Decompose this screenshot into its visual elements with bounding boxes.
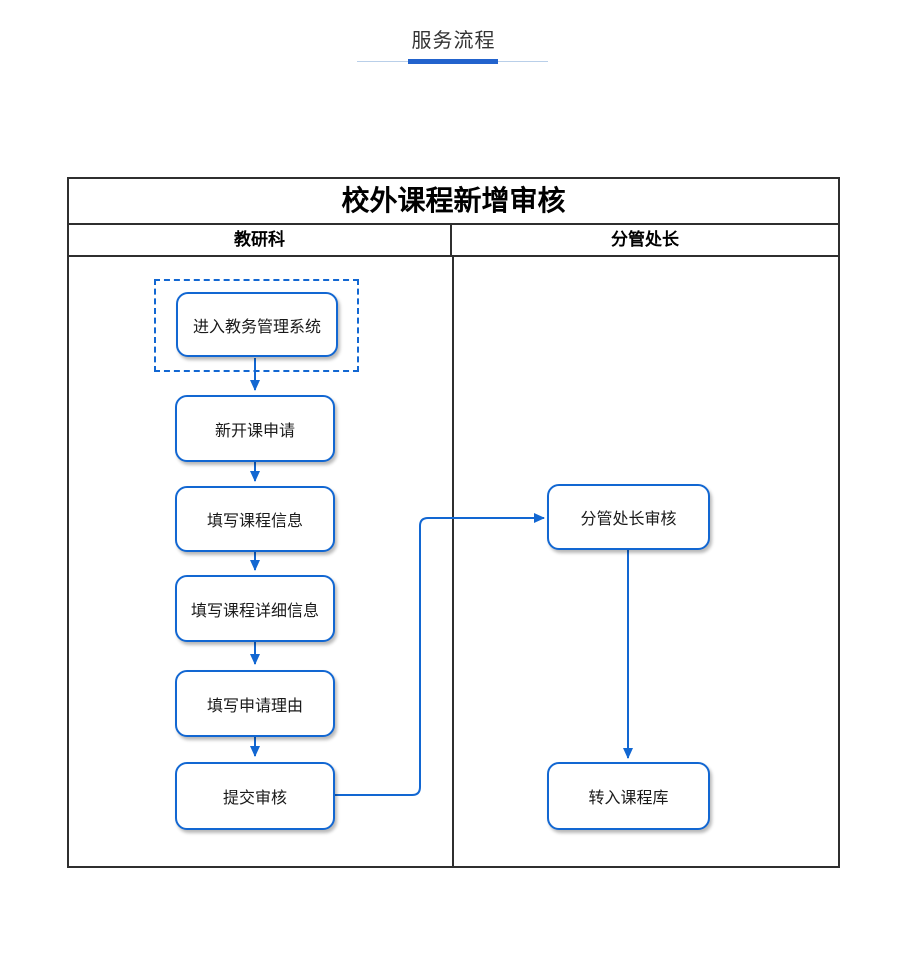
- lane-header-teaching-research: 教研科: [69, 225, 452, 255]
- node-label: 提交审核: [222, 790, 287, 807]
- node-director-review: 分管处长审核: [547, 484, 710, 550]
- node-fill-apply-reason: 填写申请理由: [175, 670, 335, 737]
- node-enter-system: 进入教务管理系统: [176, 292, 338, 357]
- lane-header-deputy-director: 分管处长: [611, 230, 679, 249]
- node-fill-course-detail: 填写课程详细信息: [175, 575, 335, 642]
- title-underline: [357, 59, 548, 64]
- node-fill-course-info: 填写课程信息: [175, 486, 335, 552]
- node-label: 填写课程信息: [206, 513, 303, 530]
- node-label: 转入课程库: [588, 790, 669, 807]
- node-new-course-apply: 新开课申请: [175, 395, 335, 462]
- node-label: 填写课程详细信息: [190, 602, 319, 620]
- node-label: 新开课申请: [214, 422, 295, 440]
- node-label: 填写申请理由: [206, 697, 303, 715]
- start-group-outline: [154, 279, 359, 372]
- page-title[interactable]: 服务流程: [411, 30, 496, 52]
- title-underline-indicator: [408, 59, 498, 64]
- flowchart-title: 校外课程新增审核: [69, 179, 838, 225]
- node-submit-review: 提交审核: [175, 762, 335, 830]
- node-label: 进入教务管理系统: [192, 318, 321, 336]
- node-into-course-library: 转入课程库: [547, 762, 710, 830]
- node-label: 分管处长审核: [580, 511, 677, 528]
- lane-headers: 教研科 分管处长: [69, 225, 838, 257]
- page-header: 服务流程: [0, 0, 907, 64]
